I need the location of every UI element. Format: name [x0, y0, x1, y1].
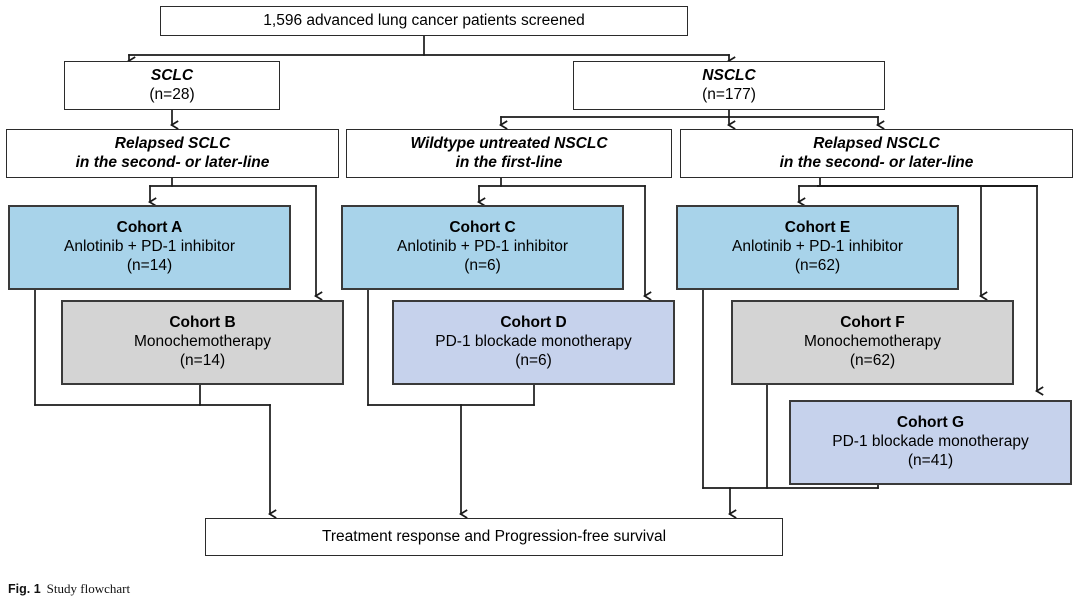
node-outcome: Treatment response and Progression-free … — [205, 518, 783, 556]
node-relapsed-sclc-line2: in the second- or later-line — [75, 153, 270, 171]
node-cohort-d-line3: (n=6) — [515, 351, 552, 369]
node-cohort-e-line1: Cohort E — [784, 219, 851, 237]
node-cohort-f-line3: (n=62) — [849, 351, 896, 369]
node-relapsed-nsclc-line1: Relapsed NSCLC — [813, 134, 940, 152]
node-cohort-g-line1: Cohort G — [896, 414, 965, 432]
node-relapsed-nsclc: Relapsed NSCLC in the second- or later-l… — [680, 129, 1073, 178]
node-cohort-a-line2: Anlotinib + PD-1 inhibitor — [63, 238, 236, 256]
figure-caption-text: Study flowchart — [46, 581, 131, 596]
node-cohort-a: Cohort A Anlotinib + PD-1 inhibitor (n=1… — [8, 205, 291, 290]
node-relapsed-sclc-line1: Relapsed SCLC — [114, 134, 231, 152]
node-cohort-a-line3: (n=14) — [126, 256, 173, 274]
node-nsclc-line2: (n=177) — [702, 85, 756, 103]
node-sclc-line1: SCLC — [150, 66, 194, 84]
node-cohort-d-line2: PD-1 blockade monotherapy — [435, 333, 632, 351]
node-cohort-a-line1: Cohort A — [116, 219, 183, 237]
node-cohort-b: Cohort B Monochemotherapy (n=14) — [61, 300, 344, 385]
node-cohort-d-line1: Cohort D — [500, 314, 567, 332]
node-relapsed-nsclc-line2: in the second- or later-line — [779, 153, 974, 171]
node-nsclc: NSCLC (n=177) — [573, 61, 885, 110]
node-cohort-g: Cohort G PD-1 blockade monotherapy (n=41… — [789, 400, 1072, 485]
node-cohort-f-line2: Monochemotherapy — [804, 333, 941, 351]
node-cohort-g-line2: PD-1 blockade monotherapy — [832, 433, 1029, 451]
node-relapsed-sclc: Relapsed SCLC in the second- or later-li… — [6, 129, 339, 178]
node-cohort-e-line3: (n=62) — [794, 256, 841, 274]
node-cohort-c-line3: (n=6) — [464, 256, 501, 274]
node-cohort-g-line3: (n=41) — [907, 451, 954, 469]
node-wildtype-nsclc: Wildtype untreated NSCLC in the first-li… — [346, 129, 672, 178]
node-cohort-b-line3: (n=14) — [179, 351, 226, 369]
node-cohort-b-line2: Monochemotherapy — [134, 333, 271, 351]
node-outcome-line1: Treatment response and Progression-free … — [321, 527, 667, 545]
node-cohort-e: Cohort E Anlotinib + PD-1 inhibitor (n=6… — [676, 205, 959, 290]
node-nsclc-line1: NSCLC — [702, 66, 756, 84]
node-cohort-b-line1: Cohort B — [169, 314, 236, 332]
figure-caption: Fig. 1 Study flowchart — [8, 581, 130, 597]
node-cohort-e-line2: Anlotinib + PD-1 inhibitor — [731, 238, 904, 256]
node-cohort-c: Cohort C Anlotinib + PD-1 inhibitor (n=6… — [341, 205, 624, 290]
node-cohort-f: Cohort F Monochemotherapy (n=62) — [731, 300, 1014, 385]
node-screened: 1,596 advanced lung cancer patients scre… — [160, 6, 688, 36]
node-sclc: SCLC (n=28) — [64, 61, 280, 110]
figure-label: Fig. 1 — [8, 582, 41, 596]
node-cohort-c-line2: Anlotinib + PD-1 inhibitor — [396, 238, 569, 256]
node-cohort-d: Cohort D PD-1 blockade monotherapy (n=6) — [392, 300, 675, 385]
node-wildtype-nsclc-line2: in the first-line — [455, 153, 563, 171]
node-cohort-f-line1: Cohort F — [840, 314, 905, 332]
node-screened-line1: 1,596 advanced lung cancer patients scre… — [263, 11, 585, 29]
node-cohort-c-line1: Cohort C — [449, 219, 516, 237]
node-wildtype-nsclc-line1: Wildtype untreated NSCLC — [410, 134, 608, 152]
node-sclc-line2: (n=28) — [149, 85, 195, 103]
